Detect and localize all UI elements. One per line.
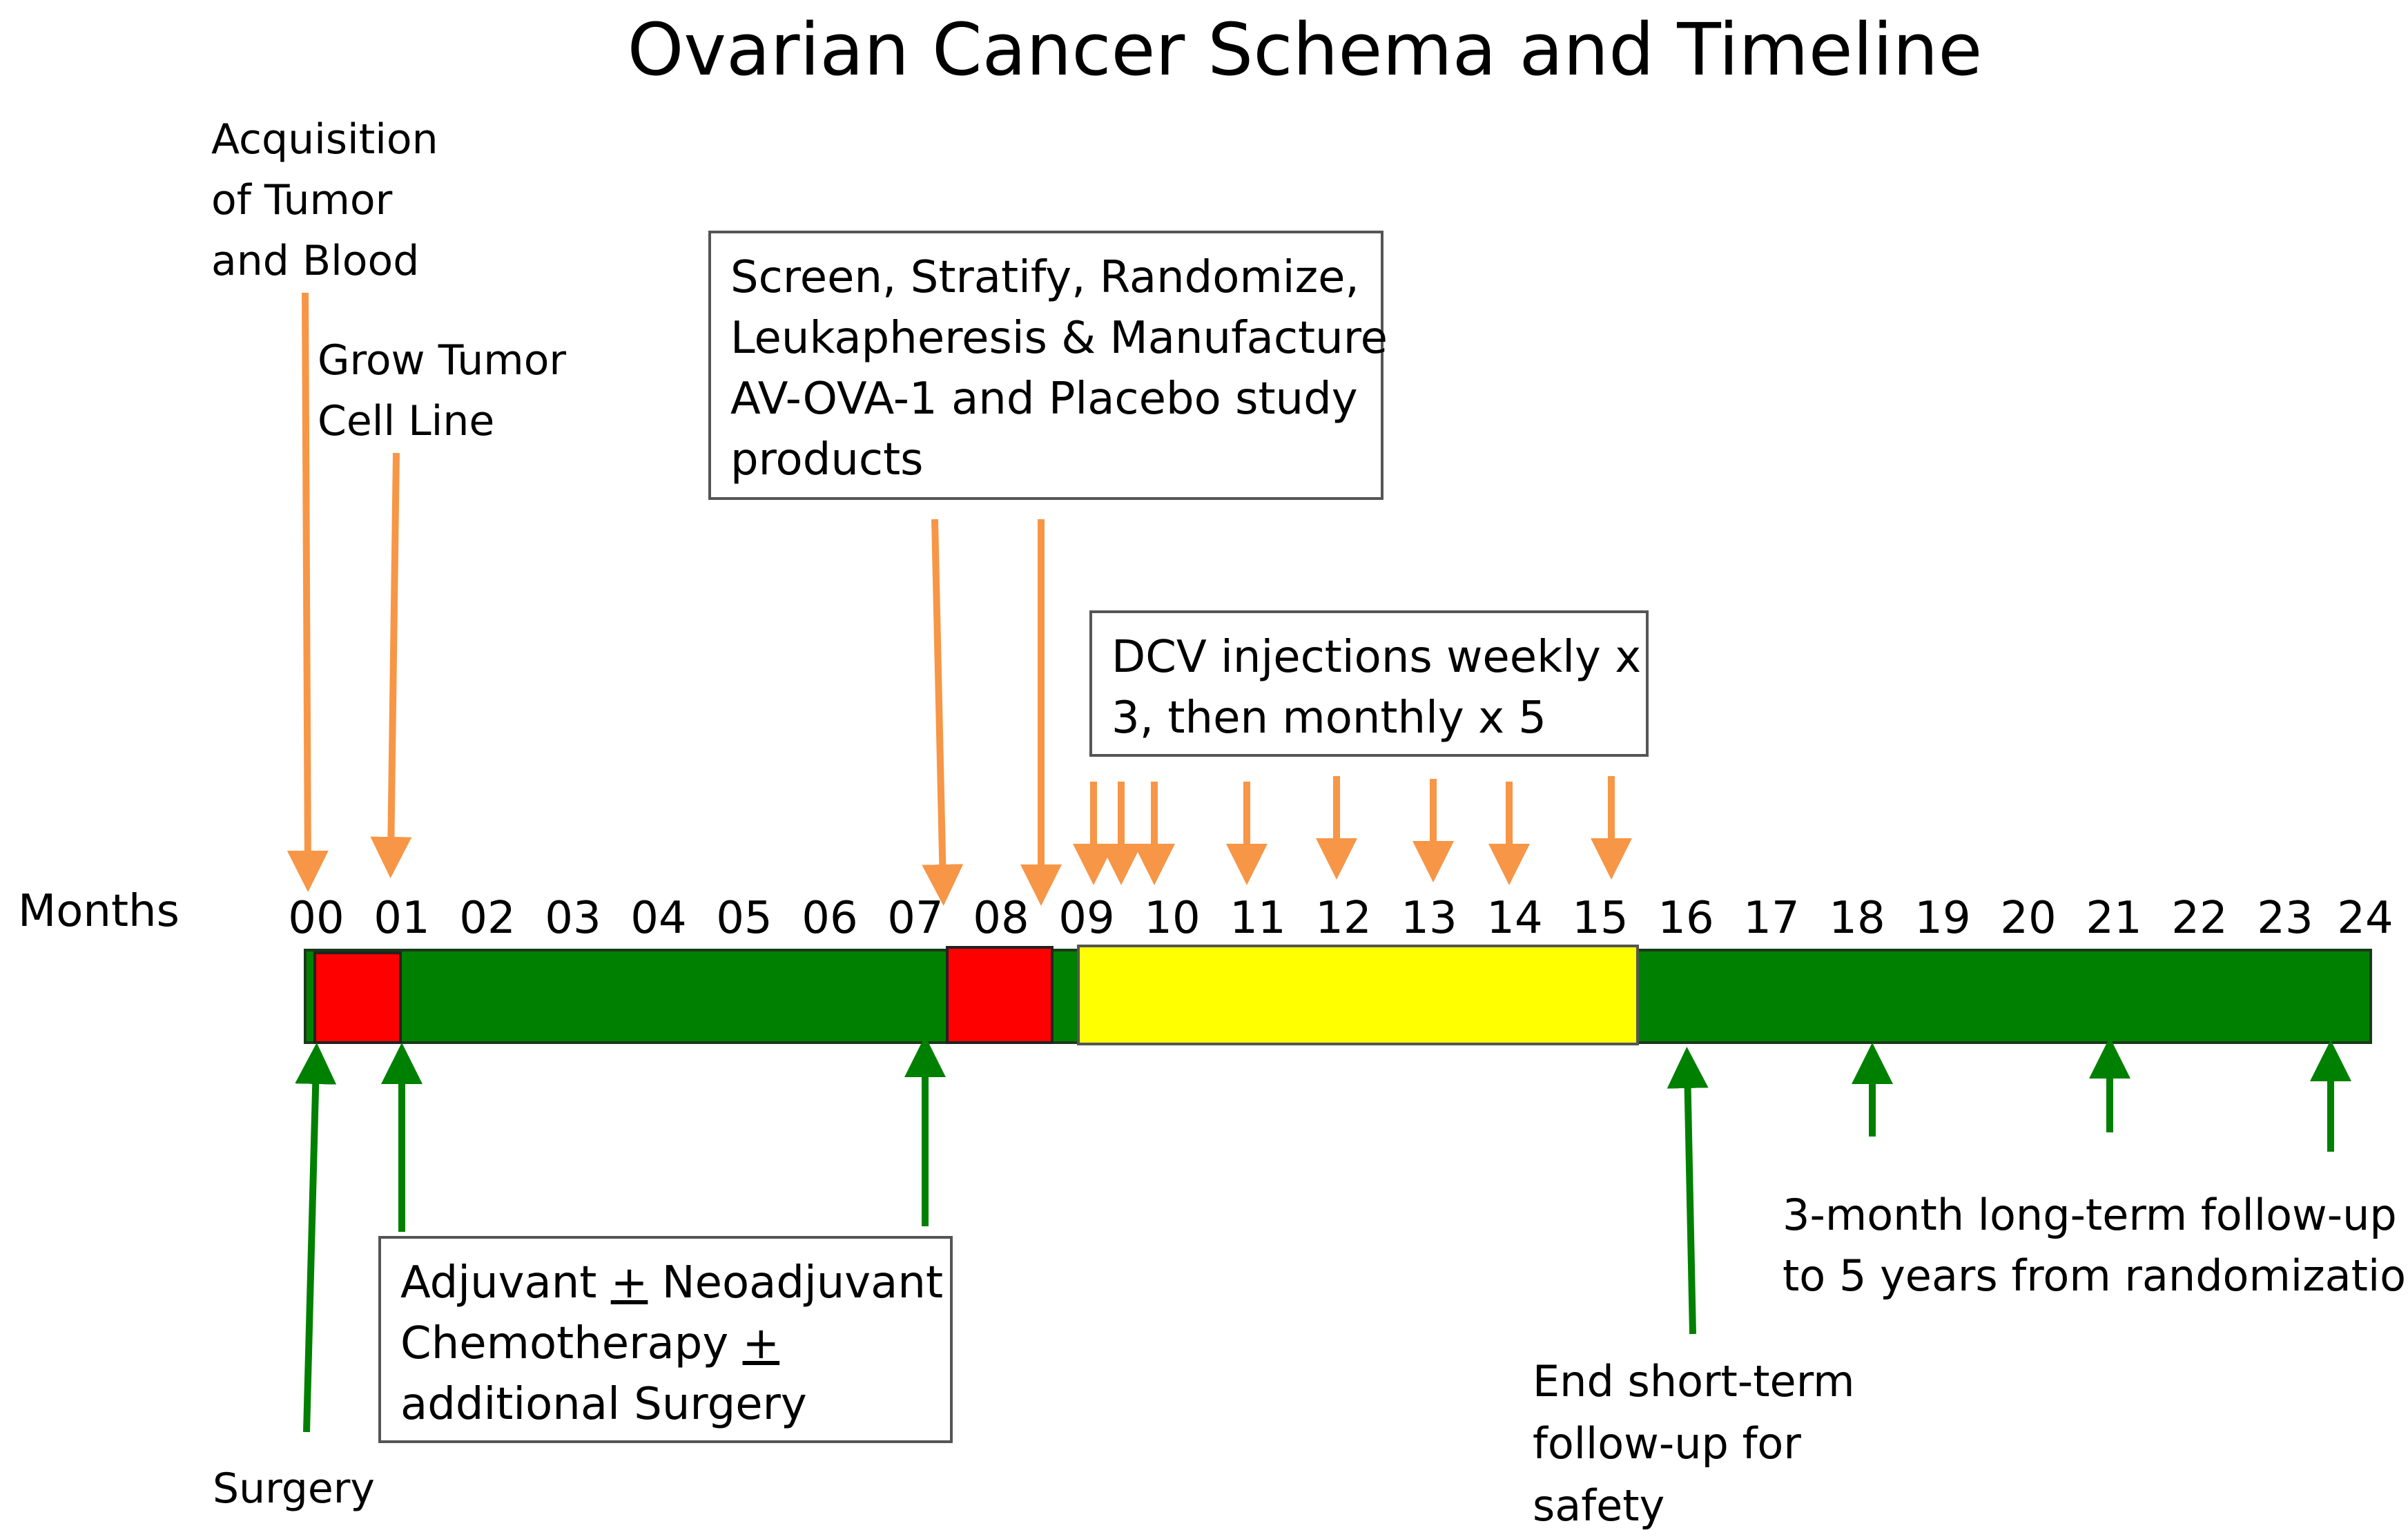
- end-short-term-line-2: follow-up for: [1533, 1418, 1801, 1469]
- chemo-line-1b: Neoadjuvant: [648, 1257, 944, 1308]
- long-term-line-1: 3-month long-term follow-up: [1783, 1190, 2397, 1240]
- month-label-22: 22: [2171, 893, 2228, 944]
- plus-minus-symbol-2: +: [742, 1318, 780, 1369]
- month-label-08: 08: [973, 893, 1029, 944]
- plus-minus-symbol: +: [610, 1257, 648, 1308]
- month-label-15: 15: [1572, 893, 1629, 944]
- month-label-00: 00: [288, 893, 344, 944]
- month-label-01: 01: [373, 893, 430, 944]
- screen-line-2: Leukapheresis & Manufacture: [730, 313, 1388, 364]
- acquisition-line-3: and Blood: [211, 237, 420, 285]
- month-label-23: 23: [2257, 893, 2313, 944]
- month-label-21: 21: [2086, 893, 2142, 944]
- month-label-06: 06: [802, 893, 858, 944]
- month-label-14: 14: [1486, 893, 1543, 944]
- grow-cell-line-arrow: [370, 452, 412, 878]
- month-label-17: 17: [1743, 893, 1800, 944]
- chemo-line-1: Adjuvant + Neoadjuvant: [400, 1253, 943, 1313]
- month-label-04: 04: [630, 893, 687, 944]
- surgery-arrow: [295, 1043, 337, 1433]
- dcv-line-2: 3, then monthly x 5: [1111, 693, 1546, 744]
- month-label-12: 12: [1315, 893, 1372, 944]
- screen-line-3: AV-OVA-1 and Placebo study: [730, 374, 1358, 425]
- month-label-11: 11: [1230, 893, 1286, 944]
- month-label-24: 24: [2337, 893, 2394, 944]
- month-label-03: 03: [545, 893, 601, 944]
- chemo-line-1a: Adjuvant: [400, 1257, 611, 1308]
- long-term-followup-label: 3-month long-term follow-up to 5 years f…: [1783, 1185, 2408, 1306]
- acquisition-arrow: [287, 292, 329, 892]
- screen-box: Screen, Stratify, Randomize, Leukapheres…: [708, 231, 1388, 500]
- acquisition-label: Acquisition of Tumor and Blood: [211, 109, 438, 291]
- end-short-term-label: End short-term follow-up for safety: [1533, 1351, 1854, 1537]
- screen-arrow-1: [922, 519, 964, 906]
- end-short-term-line-1: End short-term: [1533, 1356, 1855, 1406]
- chemo-line-2: Chemotherapy +: [400, 1313, 931, 1374]
- dcv-line-1: DCV injections weekly x: [1111, 632, 1642, 683]
- long-term-line-2: to 5 years from randomization: [1783, 1250, 2408, 1301]
- month-label-16: 16: [1658, 893, 1714, 944]
- grow-line-2: Cell Line: [318, 397, 495, 445]
- grow-tumor-label: Grow Tumor Cell Line: [318, 330, 566, 452]
- month-label-20: 20: [2000, 893, 2057, 944]
- months-axis-label: Months: [18, 886, 179, 937]
- end-short-term-arrow: [1667, 1047, 1709, 1335]
- chemo-line-2a: Chemotherapy: [400, 1318, 743, 1369]
- screening-period-block: [946, 946, 1054, 1044]
- month-label-05: 05: [716, 893, 773, 944]
- surgery-label: Surgery: [213, 1464, 375, 1513]
- orange-arrows: [287, 292, 1632, 906]
- month-label-10: 10: [1144, 893, 1201, 944]
- green-arrows: [295, 1036, 2351, 1433]
- month-label-07: 07: [887, 893, 944, 944]
- grow-line-1: Grow Tumor: [318, 336, 567, 385]
- acquisition-line-1: Acquisition: [211, 115, 438, 164]
- month-label-13: 13: [1401, 893, 1457, 944]
- month-label-18: 18: [1829, 893, 1885, 944]
- diagram-title: Ovarian Cancer Schema and Timeline: [627, 8, 1983, 92]
- chemo-box: Adjuvant + Neoadjuvant Chemotherapy + ad…: [378, 1236, 953, 1443]
- month-label-02: 02: [459, 893, 516, 944]
- month-label-19: 19: [1914, 893, 1971, 944]
- screen-line-1: Screen, Stratify, Randomize,: [730, 252, 1359, 303]
- end-short-term-line-3: safety: [1533, 1480, 1665, 1531]
- acquisition-line-2: of Tumor: [211, 176, 393, 224]
- dcv-box: DCV injections weekly x 3, then monthly …: [1089, 610, 1649, 757]
- dcv-treatment-period: [1077, 945, 1639, 1045]
- screen-line-4: products: [730, 434, 924, 485]
- surgery-period-block: [313, 951, 402, 1044]
- chemo-line-3: additional Surgery: [400, 1379, 807, 1430]
- month-label-09: 09: [1058, 893, 1115, 944]
